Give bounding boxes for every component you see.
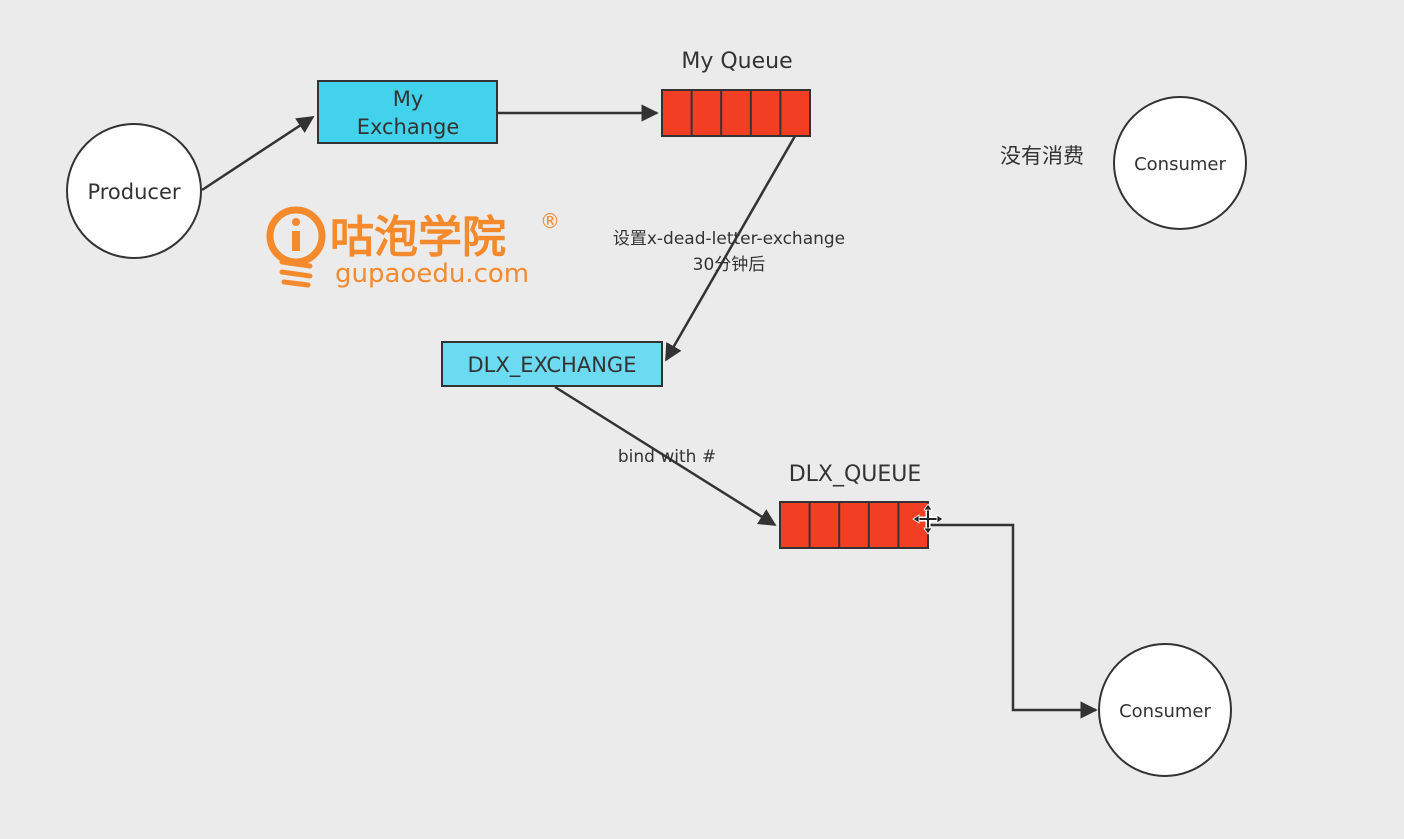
my-exchange-node[interactable] <box>317 80 498 144</box>
producer-label: Producer <box>87 180 180 204</box>
queue-frame <box>779 501 929 549</box>
consumer-bottom-node[interactable] <box>1098 643 1232 777</box>
lightbulb-logo-icon <box>266 206 326 288</box>
brand-logo: 咕泡学院 ® gupaoedu.com <box>266 206 560 289</box>
dlx-queue-node[interactable] <box>779 501 929 549</box>
brand-name: 咕泡学院 <box>330 212 506 263</box>
edge-producer-to-exchange <box>201 115 315 192</box>
bind-annotation: bind with # <box>618 447 716 467</box>
consumer-bottom-label: Consumer <box>1119 701 1211 722</box>
consumer-top-label: Consumer <box>1134 154 1226 175</box>
dlx-queue-label: DLX_QUEUE <box>789 462 922 487</box>
producer-node[interactable] <box>66 123 202 259</box>
consumer-top-node[interactable] <box>1113 96 1247 230</box>
edge-dlx-exchange-to-dlx-queue <box>554 385 777 527</box>
my-exchange-label-line1: My <box>393 87 424 111</box>
no-consume-annotation: 没有消费 <box>1000 144 1084 168</box>
move-cursor-icon <box>912 503 944 535</box>
my-exchange-label-line2: Exchange <box>357 115 460 139</box>
edge-myqueue-to-dlx-exchange <box>664 135 797 362</box>
queue-frame <box>661 89 811 137</box>
brand-domain: gupaoedu.com <box>335 259 529 289</box>
dlx-exchange-label: DLX_EXCHANGE <box>468 353 637 378</box>
my-queue-label: My Queue <box>681 49 792 74</box>
dead-letter-annotation-line2: 30分钟后 <box>693 255 766 275</box>
brand-registered-mark: ® <box>540 209 560 233</box>
my-queue-node[interactable] <box>661 89 811 137</box>
dead-letter-annotation-line1: 设置x-dead-letter-exchange <box>613 229 845 249</box>
edge-dlx-queue-to-consumer <box>928 523 1098 719</box>
dlx-exchange-node[interactable] <box>441 341 663 387</box>
